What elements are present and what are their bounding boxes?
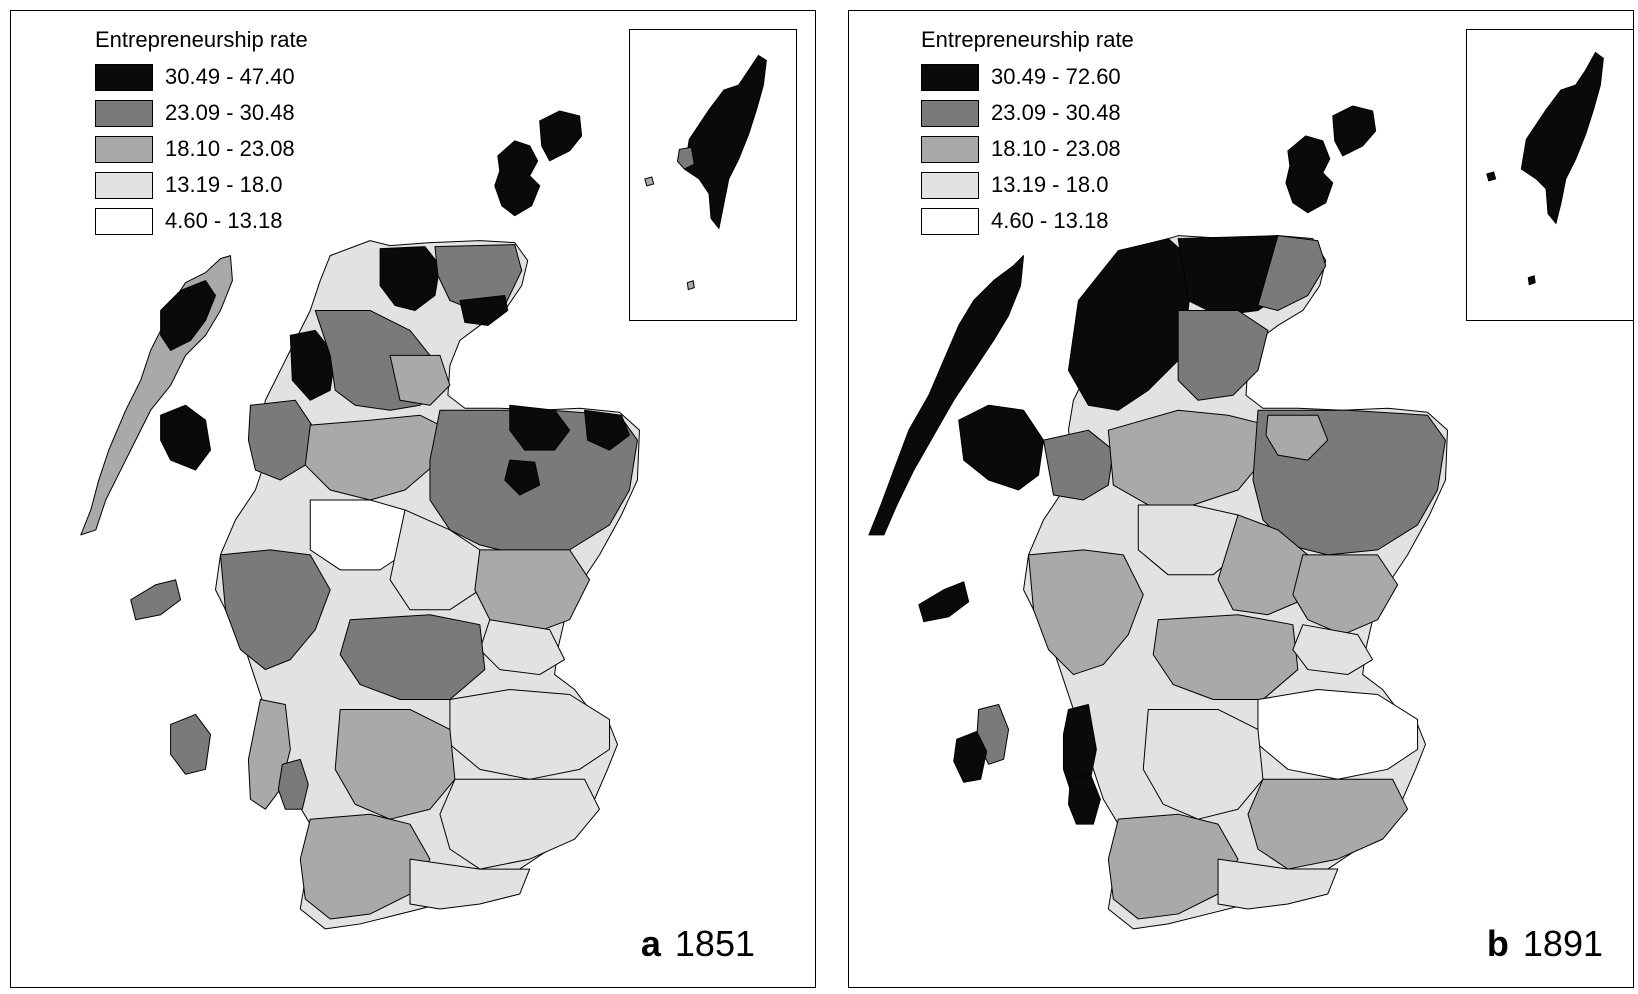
region-caithness <box>1257 235 1327 311</box>
region-argyll <box>219 549 331 671</box>
region-orkney <box>494 140 541 217</box>
legend-swatch <box>921 171 979 199</box>
shetland-map <box>644 54 767 291</box>
region-grampian-light <box>1265 414 1329 461</box>
legend-item: 4.60 - 13.18 <box>921 203 1134 239</box>
region-lothian <box>1257 689 1419 780</box>
region-argyll <box>1028 549 1144 676</box>
legend-item: 23.09 - 30.48 <box>921 95 1134 131</box>
legend-label: 18.10 - 23.08 <box>165 136 295 161</box>
legend-item: 30.49 - 47.40 <box>95 59 308 95</box>
region-islay <box>170 713 212 775</box>
region-skye-west <box>958 404 1045 491</box>
region-banff-dark <box>509 404 571 451</box>
panel-letter: b <box>1486 923 1509 964</box>
region-ross-east <box>389 354 451 406</box>
shetland-map <box>1486 51 1604 286</box>
region-skye <box>160 404 212 471</box>
region-fife-light <box>1292 624 1374 676</box>
shetland-inset-1851 <box>629 29 797 321</box>
panel-caption: b 1891 <box>1487 923 1603 965</box>
legend-title: Entrepreneurship rate <box>95 27 308 52</box>
panel-year: 1851 <box>674 923 755 964</box>
legend-label: 13.19 - 18.0 <box>165 172 283 197</box>
region-perth-east <box>389 509 481 611</box>
region-ayr <box>299 813 431 920</box>
region-caithness <box>459 295 509 326</box>
legend-1891: Entrepreneurship rate 30.49 - 72.60 23.0… <box>921 27 1134 239</box>
region-wester-ross <box>289 329 336 401</box>
legend-label: 4.60 - 13.18 <box>991 208 1109 233</box>
region-outer-hebrides <box>868 255 1025 536</box>
region-orkney-east <box>539 110 583 162</box>
legend-swatch <box>921 63 979 91</box>
legend-item: 13.19 - 18.0 <box>921 167 1134 203</box>
panel-caption: a 1851 <box>641 923 755 965</box>
map-panel-1891: Entrepreneurship rate 30.49 - 72.60 23.0… <box>848 10 1634 988</box>
map-panel-1851: Entrepreneurship rate 30.49 - 47.40 23.0… <box>10 10 816 988</box>
legend-swatch <box>95 171 153 199</box>
region-angus <box>474 549 591 636</box>
scotland-map-1891 <box>868 105 1448 930</box>
region-ayr <box>1107 813 1239 920</box>
legend-title: Entrepreneurship rate <box>921 27 1134 52</box>
region-arran <box>277 758 309 810</box>
legend-label: 4.60 - 13.18 <box>165 208 283 233</box>
region-borders <box>1247 778 1409 870</box>
region-buchan-dark <box>504 459 541 496</box>
legend-swatch <box>921 99 979 127</box>
panel-letter: a <box>640 923 661 964</box>
legend-item: 30.49 - 72.60 <box>921 59 1134 95</box>
legend-swatch <box>921 207 979 235</box>
region-islay <box>953 730 988 783</box>
region-orkney-east <box>1332 105 1377 157</box>
region-ross-central <box>1177 309 1269 401</box>
legend-label: 23.09 - 30.48 <box>165 100 295 125</box>
legend-label: 13.19 - 18.0 <box>991 172 1109 197</box>
legend-item: 18.10 - 23.08 <box>921 131 1134 167</box>
legend-item: 13.19 - 18.0 <box>95 167 308 203</box>
legend-1851: Entrepreneurship rate 30.49 - 47.40 23.0… <box>95 27 308 239</box>
panel-year: 1891 <box>1522 923 1603 964</box>
region-sutherland-west <box>379 246 441 311</box>
scotland-map-1851 <box>80 110 640 930</box>
legend-label: 30.49 - 47.40 <box>165 64 295 89</box>
region-lothian <box>449 689 611 780</box>
legend-swatch <box>95 207 153 235</box>
region-borders <box>439 778 601 870</box>
legend-swatch <box>95 99 153 127</box>
legend-swatch <box>921 135 979 163</box>
region-mull <box>918 581 970 623</box>
legend-swatch <box>95 63 153 91</box>
region-dumfries <box>1217 858 1339 910</box>
region-inverness <box>1107 409 1269 506</box>
legend-item: 23.09 - 30.48 <box>95 95 308 131</box>
region-inverness <box>304 414 451 501</box>
region-mull <box>130 579 182 621</box>
region-aberdeen-dark <box>584 409 630 451</box>
legend-label: 18.10 - 23.08 <box>991 136 1121 161</box>
legend-label: 23.09 - 30.48 <box>991 100 1121 125</box>
region-lanark <box>1142 708 1264 820</box>
legend-swatch <box>95 135 153 163</box>
legend-item: 18.10 - 23.08 <box>95 131 308 167</box>
region-dumfries <box>409 858 531 910</box>
region-angus <box>1292 554 1399 636</box>
region-west-coast <box>1043 429 1114 501</box>
shetland-inset-1891 <box>1466 29 1633 321</box>
region-perth-east <box>1217 514 1309 616</box>
region-lewis-north <box>160 280 216 351</box>
region-west-coast <box>247 399 316 481</box>
region-arran <box>1067 773 1101 825</box>
region-orkney <box>1285 135 1334 214</box>
region-lanark <box>334 708 456 820</box>
legend-item: 4.60 - 13.18 <box>95 203 308 239</box>
legend-label: 30.49 - 72.60 <box>991 64 1121 89</box>
